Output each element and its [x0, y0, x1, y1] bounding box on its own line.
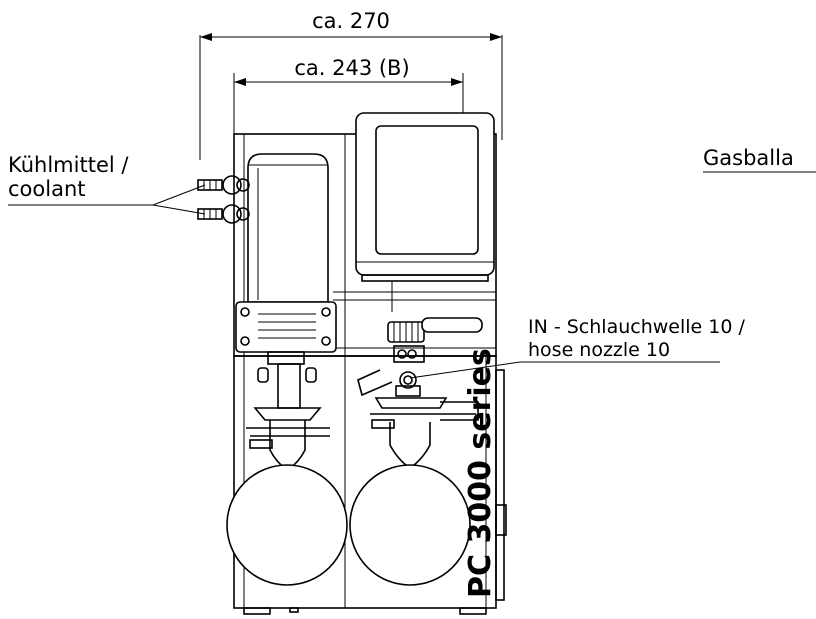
coolant-label-line2: coolant: [8, 177, 86, 201]
gas-ballast-callout: Gasballa: [703, 146, 816, 173]
dimension-overall-width: ca. 270: [199, 9, 503, 160]
coolant-callout: Kühlmittel / coolant: [8, 153, 206, 215]
flask-right: [349, 317, 483, 586]
control-display: [355, 112, 495, 282]
flask-left: [226, 351, 348, 586]
dimension-body-width: ca. 243 (B): [233, 56, 464, 135]
inlet-callout: IN - Schlauchwelle 10 / hose nozzle 10: [409, 316, 745, 379]
gas-ballast-label: Gasballa: [703, 146, 794, 170]
body-width-label: ca. 243 (B): [294, 56, 409, 80]
product-series-label: PC 3000 series: [463, 348, 498, 598]
pump-unit: PC 3000 series: [197, 112, 507, 615]
overall-width-label: ca. 270: [312, 9, 390, 33]
inlet-label-line2: hose nozzle 10: [528, 339, 670, 361]
coolant-label-line1: Kühlmittel /: [8, 153, 129, 177]
inlet-label-line1: IN - Schlauchwelle 10 /: [528, 316, 745, 338]
condenser: [247, 153, 329, 303]
coolant-nozzles: [197, 175, 250, 224]
condenser-clamp: [235, 301, 337, 353]
